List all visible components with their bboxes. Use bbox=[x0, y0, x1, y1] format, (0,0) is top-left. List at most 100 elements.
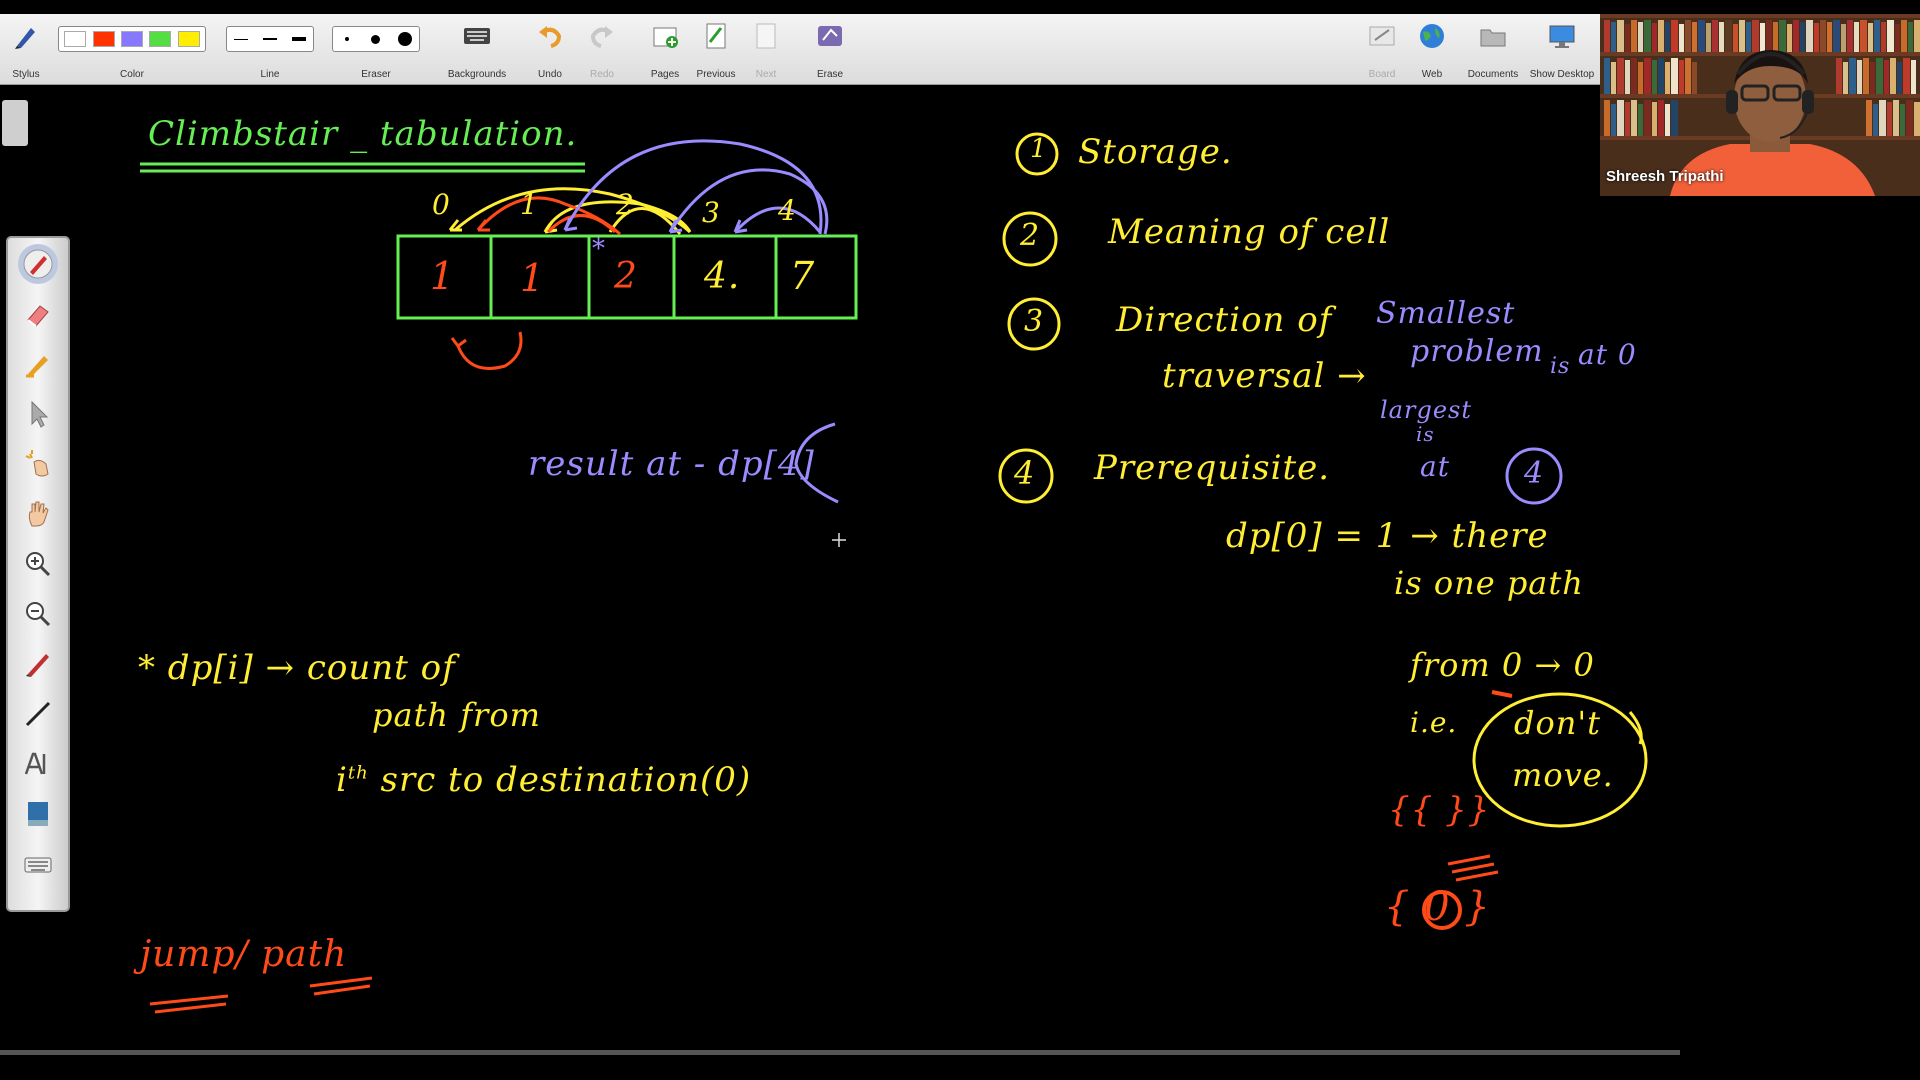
step-3-direction: Direction of bbox=[1116, 300, 1333, 340]
documents-button[interactable]: Documents bbox=[1462, 14, 1524, 84]
board-title: Climbstair _ tabulation. bbox=[148, 114, 578, 154]
pan-tool[interactable] bbox=[18, 494, 58, 534]
step-2-number: 2 bbox=[1020, 218, 1041, 253]
pen-icon bbox=[23, 249, 53, 279]
swatch-purple[interactable] bbox=[120, 31, 143, 47]
creative-pen-tool[interactable] bbox=[18, 644, 58, 684]
folder-icon bbox=[1480, 29, 1506, 47]
swatch-yellow[interactable] bbox=[177, 31, 200, 47]
undo-button[interactable]: Undo bbox=[530, 14, 570, 84]
highlighter-icon bbox=[26, 356, 48, 378]
erase-button[interactable]: Erase bbox=[808, 14, 852, 84]
fill-icon bbox=[28, 802, 48, 826]
pen-tool[interactable] bbox=[18, 244, 58, 284]
webcam-feed: Shreesh Tripathi bbox=[1600, 14, 1920, 196]
eraser-medium[interactable] bbox=[363, 28, 389, 50]
dp-cell-1: 1 bbox=[520, 256, 546, 300]
line-thin[interactable] bbox=[228, 28, 254, 50]
note-largest: largest bbox=[1380, 396, 1472, 424]
swatch-white[interactable] bbox=[64, 31, 87, 47]
previous-page-icon bbox=[706, 23, 726, 49]
zoom-out-tool[interactable] bbox=[18, 594, 58, 634]
swatch-green[interactable] bbox=[149, 31, 172, 47]
presenter-video bbox=[1600, 14, 1920, 196]
line-thick[interactable] bbox=[286, 28, 312, 50]
eraser-size-selector[interactable]: Eraser bbox=[330, 14, 422, 84]
zoom-in-icon bbox=[26, 552, 51, 577]
pages-button[interactable]: Pages bbox=[644, 14, 686, 84]
erase-page-icon bbox=[818, 26, 842, 46]
note-is: is bbox=[1550, 354, 1571, 379]
previous-page-button[interactable]: Previous bbox=[694, 14, 738, 84]
index-4: 4 bbox=[778, 194, 797, 227]
dp-cell-0: 1 bbox=[430, 254, 456, 298]
step-1-storage: Storage. bbox=[1078, 132, 1233, 172]
show-desktop-button[interactable]: Show Desktop bbox=[1526, 14, 1598, 84]
bottom-scroll-bar[interactable] bbox=[0, 1050, 1680, 1055]
star-mark: * bbox=[592, 234, 606, 264]
monitor-icon bbox=[1549, 25, 1575, 48]
dp-cell-4: 7 bbox=[790, 254, 816, 298]
prereq-one-path: is one path bbox=[1394, 564, 1584, 602]
stylus-icon bbox=[15, 28, 35, 49]
next-page-icon bbox=[756, 23, 776, 49]
line-tool[interactable] bbox=[18, 694, 58, 734]
dp-definition: * dp[i] → count of bbox=[138, 648, 456, 688]
eraser-tool[interactable] bbox=[18, 294, 58, 334]
dp-array bbox=[396, 234, 858, 320]
arrow-cursor-icon bbox=[31, 400, 49, 428]
step-2-meaning: Meaning of cell bbox=[1108, 212, 1391, 252]
tool-palette bbox=[6, 236, 70, 912]
prereq-from: from 0 → 0 bbox=[1410, 646, 1595, 684]
line-medium[interactable] bbox=[257, 28, 283, 50]
index-1: 1 bbox=[520, 188, 539, 221]
step-3-number: 3 bbox=[1024, 304, 1045, 339]
fill-tool[interactable] bbox=[18, 794, 58, 834]
dp-definition-line2: path from bbox=[372, 696, 541, 734]
redo-button[interactable]: Redo bbox=[582, 14, 622, 84]
magic-select-tool[interactable] bbox=[18, 444, 58, 484]
index-0: 0 bbox=[432, 188, 451, 221]
magic-hand-icon bbox=[25, 450, 49, 477]
hand-icon bbox=[28, 501, 49, 527]
eraser-small[interactable] bbox=[334, 28, 360, 50]
note-at-0: at 0 bbox=[1578, 338, 1637, 371]
next-page-button[interactable]: Next bbox=[746, 14, 786, 84]
circle-dont: don't bbox=[1514, 704, 1602, 742]
text-tool[interactable] bbox=[18, 744, 58, 784]
prereq-base-case: dp[0] = 1 → there bbox=[1226, 516, 1549, 556]
select-tool[interactable] bbox=[18, 394, 58, 434]
dp-cell-3: 4. bbox=[704, 256, 741, 297]
jump-path-note: jump/ path bbox=[140, 934, 348, 975]
eraser-icon bbox=[27, 305, 49, 327]
board-icon bbox=[1369, 26, 1395, 46]
eraser-large[interactable] bbox=[392, 28, 418, 50]
zoom-in-tool[interactable] bbox=[18, 544, 58, 584]
whiteboard-canvas[interactable]: Climbstair _ tabulation. 0 1 2 3 4 1 1 2… bbox=[0, 84, 1920, 1054]
note-largest-at: at bbox=[1420, 450, 1450, 483]
keyboard-tool[interactable] bbox=[18, 844, 58, 884]
text-icon bbox=[24, 752, 46, 775]
keyboard-icon bbox=[464, 28, 490, 44]
side-panel-tab[interactable] bbox=[2, 100, 28, 146]
line-width-selector[interactable]: Line bbox=[224, 14, 316, 84]
brush-icon bbox=[26, 654, 49, 677]
globe-icon bbox=[1420, 24, 1444, 48]
result-line: result at - dp[4] bbox=[528, 444, 815, 484]
note-problem: problem bbox=[1410, 334, 1544, 369]
board-button[interactable]: Board bbox=[1360, 14, 1404, 84]
empty-set-note: {{ }} bbox=[1388, 790, 1491, 830]
stylus-tool[interactable]: Stylus bbox=[6, 14, 46, 84]
swatch-red[interactable] bbox=[92, 31, 115, 47]
highlighter-tool[interactable] bbox=[18, 344, 58, 384]
note-smallest: Smallest bbox=[1376, 296, 1516, 331]
redo-icon bbox=[590, 26, 613, 48]
web-button[interactable]: Web bbox=[1412, 14, 1452, 84]
color-picker[interactable]: Color bbox=[56, 14, 208, 84]
circle-move: move. bbox=[1512, 756, 1614, 794]
note-index-4: 4 bbox=[1524, 456, 1545, 491]
dp-definition-line3: ith src to destination(0) bbox=[336, 760, 752, 800]
ink-strokes bbox=[140, 132, 1648, 1014]
backgrounds-button[interactable]: Backgrounds bbox=[444, 14, 510, 84]
index-3: 3 bbox=[702, 196, 721, 229]
